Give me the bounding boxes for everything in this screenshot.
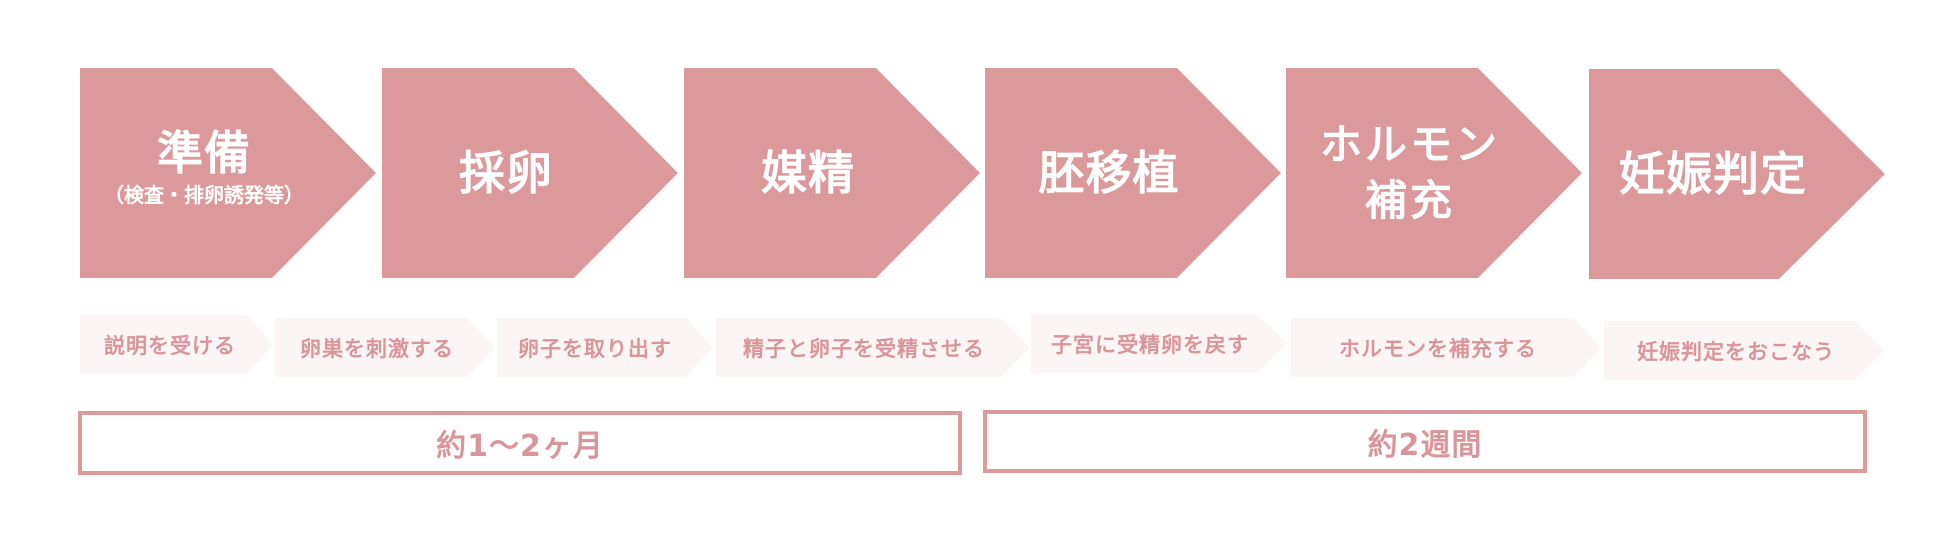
action-label: ホルモンを補充する: [1339, 336, 1537, 361]
chevron-shape: [1286, 68, 1582, 278]
tag-arrow-shape: [80, 315, 273, 374]
action-label: 卵巣を刺激する: [300, 336, 454, 361]
step-title: 準備: [157, 126, 251, 180]
tag-arrow-shape: [716, 318, 1030, 377]
step-title: 妊娠判定: [1619, 147, 1807, 201]
step-hormone-supplement: ホルモン 補充: [1286, 68, 1582, 278]
duration-label: 約2週間: [1367, 427, 1483, 463]
action-tag: 説明を受ける: [80, 315, 273, 374]
step-label: 媒精: [684, 68, 932, 278]
duration-label: 約1〜2ヶ月: [436, 429, 604, 464]
step-label: 妊娠判定: [1589, 69, 1837, 279]
step-preparation: 準備 （検査・排卵誘発等）: [80, 68, 376, 278]
chevron-shape: [80, 68, 376, 278]
action-label: 精子と卵子を受精させる: [743, 336, 985, 361]
chevron-shape: [382, 68, 678, 278]
action-tag: 妊娠判定をおこなう: [1604, 321, 1884, 380]
tag-arrow-shape: [1031, 314, 1287, 373]
step-title: 媒精: [761, 146, 855, 200]
chevron-shape: [985, 68, 1281, 278]
chevron-shape: [684, 68, 980, 278]
tag-arrow-shape: [497, 318, 712, 377]
step-embryo-transfer: 胚移植: [985, 68, 1281, 278]
step-subtitle: （検査・排卵誘発等）: [104, 183, 304, 207]
action-tag: ホルモンを補充する: [1288, 318, 1604, 377]
step-label: 準備 （検査・排卵誘発等）: [80, 68, 328, 278]
step-egg-retrieval: 採卵: [382, 68, 678, 278]
tag-arrow-shape: [275, 318, 495, 377]
action-label: 説明を受ける: [104, 333, 236, 358]
step-label: ホルモン 補充: [1286, 68, 1534, 278]
chevron-shape: [1589, 69, 1885, 279]
tag-arrow-shape: [1290, 318, 1602, 377]
action-tag: 子宮に受精卵を戻す: [1031, 314, 1287, 373]
action-label: 子宮に受精卵を戻す: [1051, 332, 1249, 357]
step-label: 採卵: [382, 68, 630, 278]
duration-box-first-phase: 約1〜2ヶ月: [78, 411, 962, 475]
step-title: ホルモン 補充: [1319, 120, 1500, 225]
action-label: 卵子を取り出す: [518, 336, 672, 361]
action-tag: 精子と卵子を受精させる: [716, 318, 1030, 377]
action-tag: 卵巣を刺激する: [275, 318, 495, 377]
step-title: 採卵: [459, 146, 553, 200]
action-label: 妊娠判定をおこなう: [1637, 339, 1835, 364]
step-pregnancy-test: 妊娠判定: [1589, 69, 1885, 279]
step-title: 胚移植: [1038, 146, 1180, 200]
tag-arrow-shape: [1604, 321, 1884, 380]
step-label: 胚移植: [985, 68, 1233, 278]
action-tag: 卵子を取り出す: [497, 318, 712, 377]
duration-box-second-phase: 約2週間: [983, 410, 1867, 473]
step-insemination: 媒精: [684, 68, 980, 278]
